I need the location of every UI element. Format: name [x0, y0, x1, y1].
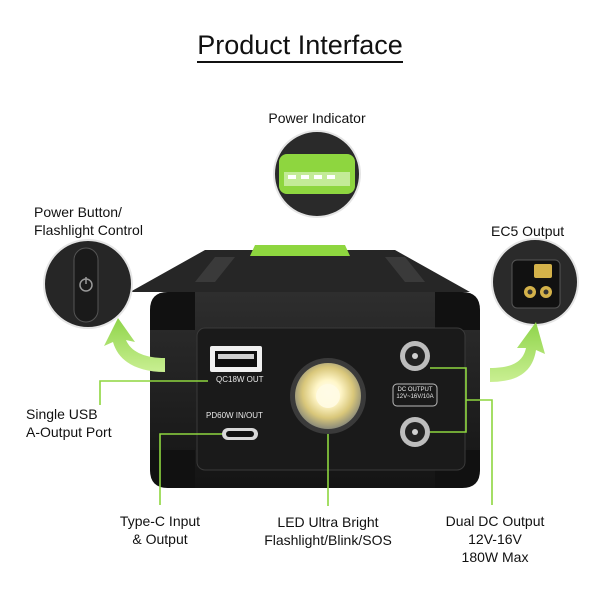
- top-green-strip: [250, 245, 350, 256]
- usb-c-device-label: PD60W IN/OUT: [206, 411, 263, 420]
- usb-a-device-label: QC18W OUT: [216, 375, 264, 384]
- leader-lines: [99, 367, 493, 506]
- dc-output-bottom: [400, 417, 430, 447]
- power-button-zoom: [43, 239, 133, 329]
- ec5-output-label: EC5 Output: [491, 223, 565, 239]
- power-indicator-label: Power Indicator: [268, 110, 366, 126]
- ec5-output-zoom: [491, 238, 579, 326]
- dc-output-top: [400, 341, 430, 371]
- left-arrow-icon: [104, 318, 165, 372]
- page-title: Product Interface: [0, 30, 600, 63]
- dual-dc-label: Dual DC Output 12V-16V 180W Max: [445, 513, 545, 565]
- device-top: [130, 250, 470, 292]
- right-arrow-icon: [490, 322, 545, 382]
- typec-label: Type-C Input & Output: [119, 513, 201, 547]
- usb-port-label: Single USB A-Output Port: [26, 406, 112, 440]
- power-bank-device: [130, 245, 480, 488]
- power-button-label: Power Button/ Flashlight Control: [34, 204, 143, 238]
- dc-output-device-label: DC OUTPUT 12V~16V/10A: [396, 387, 434, 400]
- led-label: LED Ultra Bright Flashlight/Blink/SOS: [264, 514, 392, 548]
- power-indicator-zoom: [273, 130, 361, 218]
